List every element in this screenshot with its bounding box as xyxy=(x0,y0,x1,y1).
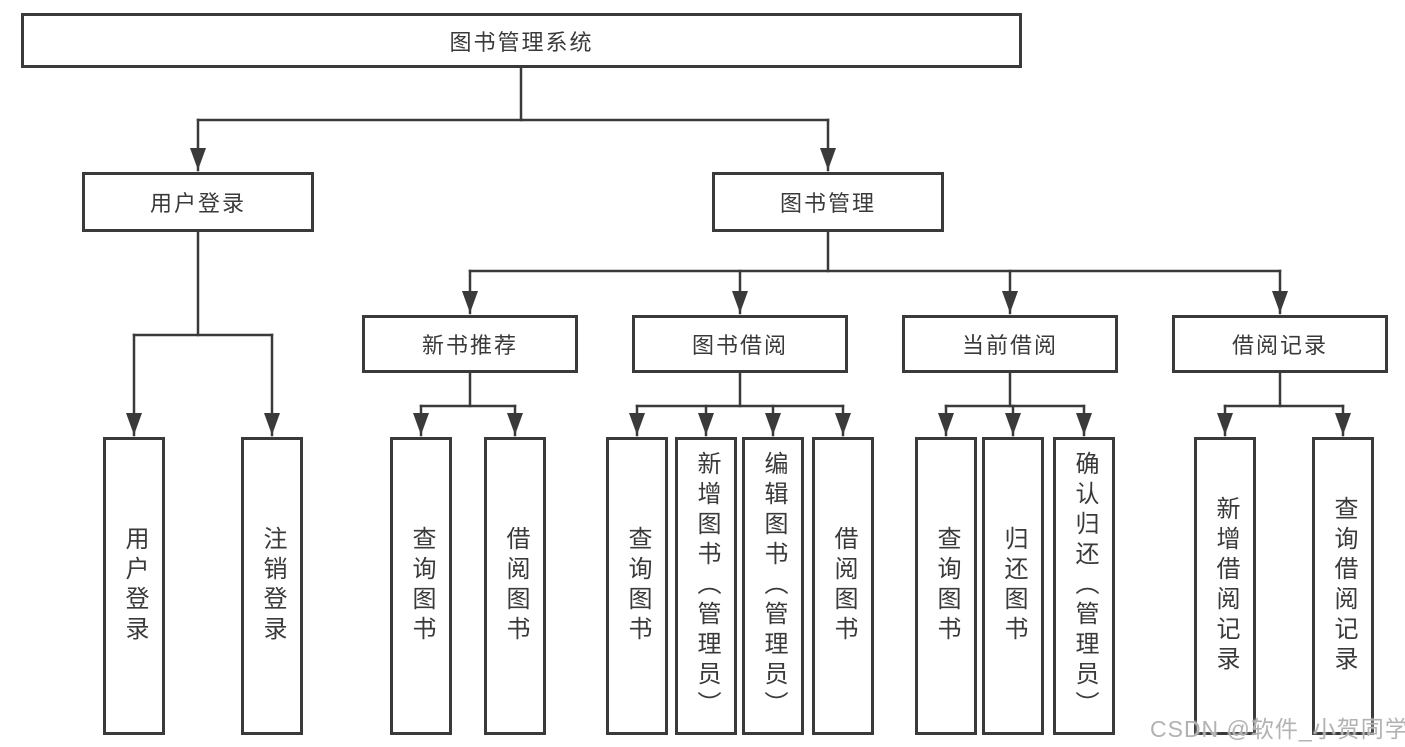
node-user-login: 用户登录 xyxy=(82,172,314,232)
node-query-borrow-record: 查询借阅记录 xyxy=(1312,437,1374,735)
node-borrowing-records: 借阅记录 xyxy=(1172,315,1388,373)
node-edit-books-admin: 编辑图书（管理员） xyxy=(742,437,804,735)
node-borrow-books-recommend: 借阅图书 xyxy=(484,437,546,735)
node-query-books-recommend: 查询图书 xyxy=(390,437,452,735)
node-confirm-return-admin: 确认归还（管理员） xyxy=(1053,437,1115,735)
node-book-management: 图书管理 xyxy=(712,172,944,232)
node-book-borrowing: 图书借阅 xyxy=(632,315,848,373)
node-logout-leaf: 注销登录 xyxy=(241,437,303,735)
node-new-book-recommend: 新书推荐 xyxy=(362,315,578,373)
node-add-borrow-record: 新增借阅记录 xyxy=(1194,437,1256,735)
node-library-system: 图书管理系统 xyxy=(21,13,1022,68)
node-user-login-leaf: 用户登录 xyxy=(103,437,165,735)
node-query-books-borrowing: 查询图书 xyxy=(606,437,668,735)
node-current-borrowing: 当前借阅 xyxy=(902,315,1118,373)
node-add-books-admin: 新增图书（管理员） xyxy=(675,437,737,735)
csdn-watermark: CSDN @软件_小贺同学 xyxy=(1150,716,1405,742)
node-return-books: 归还图书 xyxy=(982,437,1044,735)
node-query-books-current: 查询图书 xyxy=(915,437,977,735)
node-borrow-books-borrowing: 借阅图书 xyxy=(812,437,874,735)
